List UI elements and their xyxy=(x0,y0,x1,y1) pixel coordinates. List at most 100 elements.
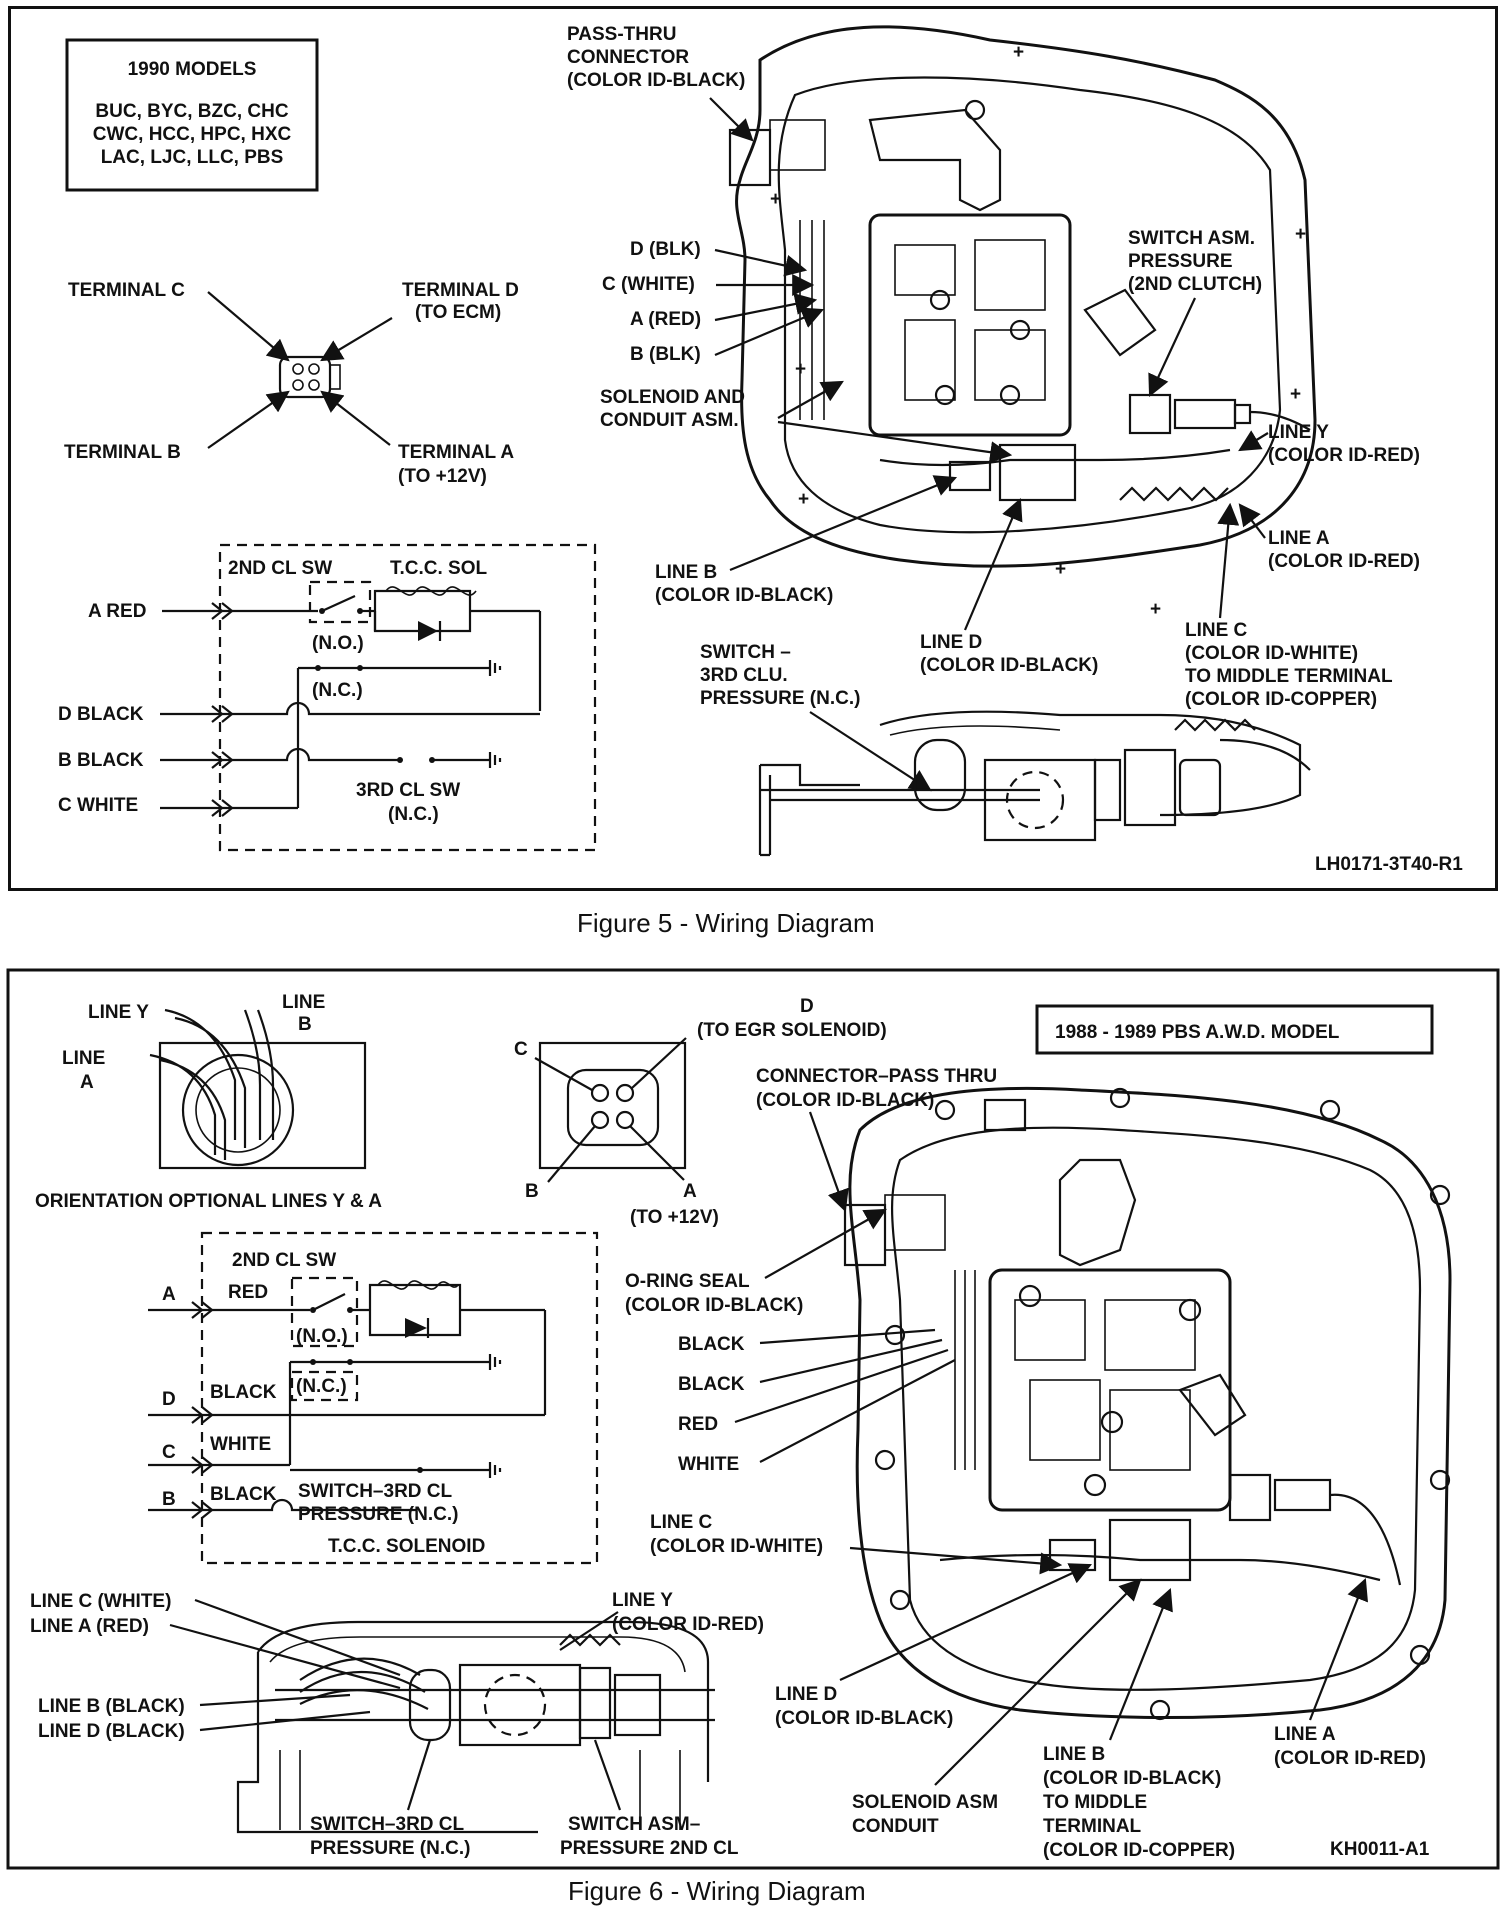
wire-a-red: A (RED) xyxy=(630,309,701,330)
switch-asm-label-3: (2ND CLUTCH) xyxy=(1128,274,1262,295)
svg-text:+: + xyxy=(795,359,806,380)
fig6-connector-1: CONNECTOR–PASS THRU xyxy=(756,1066,997,1087)
switch-asm-label-1: SWITCH ASM. xyxy=(1128,228,1255,249)
line-b-label-1: LINE B xyxy=(655,562,717,583)
bot-sw3-1: SWITCH–3RD CL xyxy=(310,1814,465,1835)
line-c-label-3: TO MIDDLE TERMINAL xyxy=(1185,666,1393,687)
models-line-2: CWC, HCC, HPC, HXC xyxy=(93,124,292,145)
models-box: 1990 MODELS BUC, BYC, BZC, CHC CWC, HCC,… xyxy=(65,38,319,192)
fig6-line-b-4: TERMINAL xyxy=(1043,1816,1142,1837)
terminal-c-label: TERMINAL C xyxy=(68,280,185,301)
terminal-d-label: TERMINAL D xyxy=(402,280,519,301)
passthru-label-2: CONNECTOR xyxy=(567,47,689,68)
svg-text:+: + xyxy=(1150,599,1161,620)
pin-a-note: (TO +12V) xyxy=(630,1207,719,1228)
sch6-black-2: BLACK xyxy=(210,1484,277,1505)
terminal-d-note: (TO ECM) xyxy=(415,302,501,323)
sch5-nc: (N.C.) xyxy=(312,680,363,701)
bot-sw3-2: PRESSURE (N.C.) xyxy=(310,1838,470,1859)
svg-text:+: + xyxy=(1290,384,1301,405)
sch6-white: WHITE xyxy=(210,1434,271,1455)
fig6-wire-white: WHITE xyxy=(678,1454,739,1475)
sch5-d-black: D BLACK xyxy=(58,704,144,725)
sch5-no: (N.O.) xyxy=(312,633,364,654)
sch6-red: RED xyxy=(228,1282,268,1303)
models-title: 1990 MODELS xyxy=(128,59,257,80)
terminal-b-label: TERMINAL B xyxy=(64,442,181,463)
fig6-line-a-1: LINE A xyxy=(1274,1724,1336,1745)
fig6-line-b-5: (COLOR ID-COPPER) xyxy=(1043,1840,1235,1861)
sch6-c: C xyxy=(162,1442,176,1463)
line-d-label-2: (COLOR ID-BLACK) xyxy=(920,655,1098,676)
line-c-label-4: (COLOR ID-COPPER) xyxy=(1185,689,1377,710)
sch5-b-black: B BLACK xyxy=(58,750,144,771)
svg-text:+: + xyxy=(798,489,809,510)
sch6-a: A xyxy=(162,1284,176,1305)
sch5-2nd-cl-sw: 2ND CL SW xyxy=(228,558,332,579)
fig6-line-a-2: (COLOR ID-RED) xyxy=(1274,1748,1426,1769)
solenoid-conduit-label-2: CONDUIT ASM. xyxy=(600,410,739,431)
fig6-wire-red: RED xyxy=(678,1414,718,1435)
line-y-label-2: (COLOR ID-RED) xyxy=(1268,445,1420,466)
pin-c-label: C xyxy=(514,1039,528,1060)
fig6-line-d-2: (COLOR ID-BLACK) xyxy=(775,1708,953,1729)
sch6-black-1: BLACK xyxy=(210,1382,277,1403)
model-box-fig6: 1988 - 1989 PBS A.W.D. MODEL xyxy=(1035,1004,1434,1055)
inset-line-a-2: A xyxy=(80,1072,94,1093)
fig6-model-label: 1988 - 1989 PBS A.W.D. MODEL xyxy=(1055,1022,1340,1043)
fig6-oring-2: (COLOR ID-BLACK) xyxy=(625,1295,803,1316)
svg-text:+: + xyxy=(770,189,781,210)
fig6-line-c-1: LINE C xyxy=(650,1512,713,1533)
svg-text:+: + xyxy=(1055,559,1066,580)
fig6-line-d-1: LINE D xyxy=(775,1684,837,1705)
sch6-no: (N.O.) xyxy=(296,1326,348,1347)
switch-asm-label-2: PRESSURE xyxy=(1128,251,1233,272)
wire-d-blk: D (BLK) xyxy=(630,239,701,260)
pin-a-label: A xyxy=(683,1181,697,1202)
fig6-connector-2: (COLOR ID-BLACK) xyxy=(756,1090,934,1111)
sch6-sw3-1: SWITCH–3RD CL xyxy=(298,1481,453,1502)
orientation-inset: LINE Y LINE B LINE A ORIENTATION OPTIONA… xyxy=(35,992,382,1212)
figure-6-panel xyxy=(6,968,1500,1870)
connector-pinout-fig6: D (TO EGR SOLENOID) C B A (TO +12V) xyxy=(514,996,887,1228)
models-line-1: BUC, BYC, BZC, CHC xyxy=(95,101,288,122)
line-y-label-1: LINE Y xyxy=(1268,422,1329,443)
bot-swasm-2: PRESSURE 2ND CL xyxy=(560,1838,739,1859)
sch5-3rd-cl-sw: 3RD CL SW xyxy=(356,780,460,801)
switch-3rd-label-2: 3RD CLU. xyxy=(700,665,788,686)
fig6-line-b-1: LINE B xyxy=(1043,1744,1105,1765)
sch5-tcc-sol: T.C.C. SOL xyxy=(390,558,488,579)
bot-line-d: LINE D (BLACK) xyxy=(38,1721,185,1742)
figure-5-caption: Figure 5 - Wiring Diagram xyxy=(577,908,875,938)
inset-line-y: LINE Y xyxy=(88,1002,149,1023)
inset-line-a-1: LINE xyxy=(62,1048,105,1069)
fig6-oring-1: O-RING SEAL xyxy=(625,1271,750,1292)
schematic-fig5: 2ND CL SW T.C.C. SOL A RED (N.O.) (N.C.)… xyxy=(58,543,597,852)
assembly-drawing-fig6: CONNECTOR–PASS THRU (COLOR ID-BLACK) O-R… xyxy=(625,1066,1452,1861)
fig6-line-b-3: TO MIDDLE xyxy=(1043,1792,1147,1813)
bot-line-y-1: LINE Y xyxy=(612,1590,673,1611)
line-c-label-1: LINE C xyxy=(1185,620,1248,641)
line-a-label-1: LINE A xyxy=(1268,528,1330,549)
bot-line-b: LINE B (BLACK) xyxy=(38,1696,185,1717)
models-line-3: LAC, LJC, LLC, PBS xyxy=(101,147,284,168)
sch5-3rd-nc: (N.C.) xyxy=(388,804,439,825)
line-b-label-2: (COLOR ID-BLACK) xyxy=(655,585,833,606)
wire-b-blk: B (BLK) xyxy=(630,344,701,365)
svg-text:+: + xyxy=(1013,42,1024,63)
schematic-fig6: 2ND CL SW A RED (N.O.) (N.C.) D BLACK C … xyxy=(148,1231,599,1565)
sch5-c-white: C WHITE xyxy=(58,795,138,816)
pin-d-note: (TO EGR SOLENOID) xyxy=(697,1020,887,1041)
passthru-label-1: PASS-THRU xyxy=(567,24,676,45)
sch6-2nd-cl-sw: 2ND CL SW xyxy=(232,1250,336,1271)
fig6-solenoid-1: SOLENOID ASM xyxy=(852,1792,998,1813)
sch6-tcc-solenoid: T.C.C. SOLENOID xyxy=(328,1536,485,1557)
inset-line-b-2: B xyxy=(298,1014,312,1035)
switch-3rd-label-1: SWITCH – xyxy=(700,642,791,663)
solenoid-conduit-label-1: SOLENOID AND xyxy=(600,387,745,408)
switch-3rd-label-3: PRESSURE (N.C.) xyxy=(700,688,860,709)
bot-line-a: LINE A (RED) xyxy=(30,1616,149,1637)
pin-d-label: D xyxy=(800,996,814,1017)
sch5-a-red: A RED xyxy=(88,601,146,622)
connector-pinout-fig5: TERMINAL C TERMINAL D (TO ECM) TERMINAL … xyxy=(64,280,519,487)
